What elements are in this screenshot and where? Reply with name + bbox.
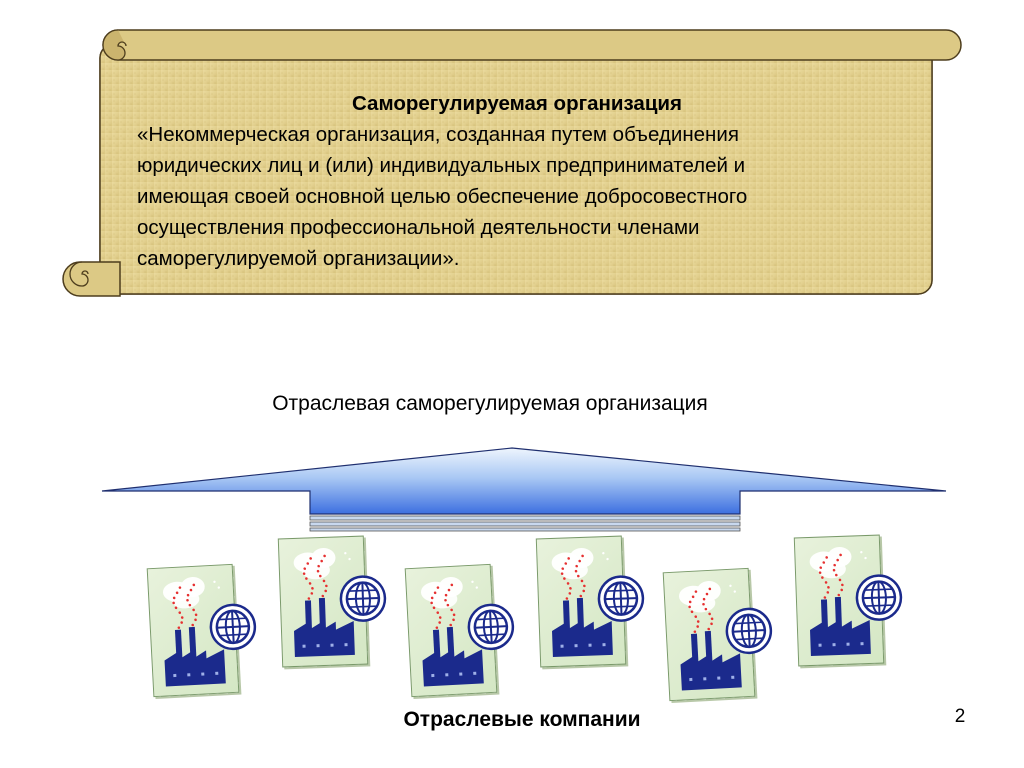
definition-block: Саморегулируемая организация «Некоммерче… [137,88,927,274]
company-card [146,563,257,698]
company-card [793,534,903,667]
industry-companies-label: Отраслевые компании [403,708,641,731]
globe-icon [855,574,903,621]
factory-icon [293,547,355,658]
globe-icon [209,603,257,651]
roof-arrow-base-3 [309,527,741,532]
scroll-bottom-roll [62,261,121,297]
roof-arrow-base-1 [309,515,741,521]
company-card [662,567,773,702]
roof-arrow-shape [101,447,947,515]
factory-icon [162,576,226,687]
factory-icon [420,576,484,687]
definition-body: «Некоммерческая организация, созданная п… [137,123,748,270]
factory-icon [809,546,871,657]
globe-icon [597,575,645,622]
factory-icon [678,580,742,691]
globe-icon [725,607,773,655]
company-card [404,563,515,698]
industry-sro-label: Отраслевая саморегулируемая организация [272,392,708,415]
page-number: 2 [954,706,966,727]
globe-icon [467,603,515,651]
definition-title: Саморегулируемая организация [351,92,682,115]
roof-arrow-base-2 [309,521,741,527]
factory-icon [551,547,613,658]
company-card [535,535,645,668]
globe-icon [339,575,387,622]
company-card [277,535,387,668]
scroll-banner [62,29,962,297]
